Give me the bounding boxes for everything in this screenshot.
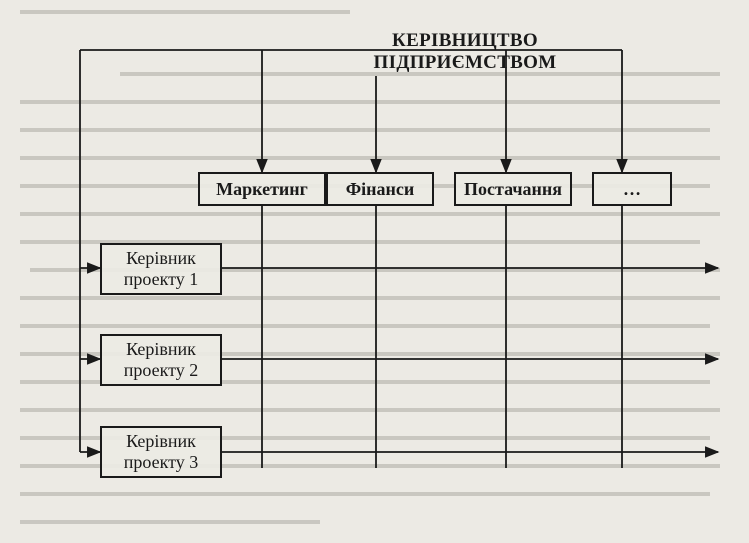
dept-box-other: … bbox=[592, 172, 672, 206]
dept-box-supply: Постачання bbox=[454, 172, 572, 206]
project-manager-2-label: Керівник проекту 2 bbox=[123, 339, 199, 380]
project-manager-2-box: Керівник проекту 2 bbox=[100, 334, 222, 386]
diagram-title: КЕРІВНИЦТВО ПІДПРИЄМСТВОМ bbox=[373, 30, 557, 73]
dept-box-finance: Фінанси bbox=[326, 172, 434, 206]
dept-label-finance: Фінанси bbox=[345, 178, 415, 199]
dept-box-marketing: Маркетинг bbox=[198, 172, 326, 206]
dept-label-supply: Постачання bbox=[464, 178, 562, 199]
dept-label-marketing: Маркетинг bbox=[216, 178, 308, 199]
project-manager-3-box: Керівник проекту 3 bbox=[100, 426, 222, 478]
project-manager-1-box: Керівник проекту 1 bbox=[100, 243, 222, 295]
project-manager-3-label: Керівник проекту 3 bbox=[123, 431, 199, 472]
dept-label-other: … bbox=[623, 178, 641, 199]
project-manager-1-label: Керівник проекту 1 bbox=[123, 248, 199, 289]
